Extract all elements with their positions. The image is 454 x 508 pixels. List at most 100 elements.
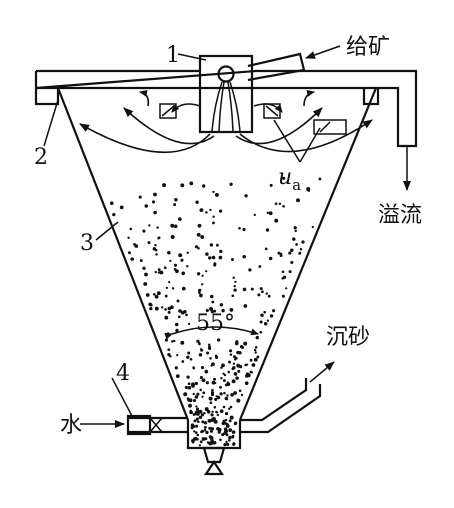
feed-well: [198, 54, 254, 134]
sediment-particle: [228, 428, 233, 432]
sediment-particle: [205, 430, 209, 435]
sediment-particle: [254, 351, 257, 354]
sediment-particle: [231, 294, 235, 298]
sediment-particle: [307, 189, 311, 192]
sediment-particle: [175, 269, 179, 274]
sediment-particle: [195, 407, 200, 411]
sediment-particle: [233, 358, 237, 361]
sediment-particle: [243, 341, 248, 346]
sediment-particle: [196, 272, 201, 276]
sediment-particle: [230, 393, 234, 397]
sediment-particle: [155, 253, 158, 256]
sediment-particle: [154, 248, 158, 252]
sediment-particle: [272, 309, 276, 313]
sediment-particle: [264, 247, 268, 251]
sediment-particle: [218, 209, 223, 213]
sediment-particle: [174, 197, 178, 202]
sediment-particle: [219, 438, 222, 442]
sediment-particle: [224, 383, 228, 387]
sediment-particle: [210, 391, 215, 395]
sediment-particle: [205, 308, 209, 313]
sediment-particle: [188, 403, 192, 408]
sediment-particle: [147, 241, 151, 245]
sediment-particle: [169, 259, 172, 263]
sediment-particle: [187, 382, 191, 386]
sediment-particle: [164, 308, 167, 311]
sediment-particle: [213, 406, 217, 409]
sediment-particle: [197, 223, 202, 228]
sediment-particle: [266, 211, 270, 215]
sediment-particle: [231, 430, 236, 434]
sediment-particle: [166, 332, 170, 335]
label-trough-number: 2: [34, 145, 48, 170]
sediment-particle: [269, 183, 273, 187]
sediment-particle: [216, 243, 219, 247]
sediment-particle: [240, 393, 244, 397]
sediment-particle: [229, 349, 233, 353]
sediment-particle: [220, 377, 223, 380]
sediment-particle: [167, 310, 171, 314]
sediment-particle: [186, 375, 190, 379]
sediment-particle: [257, 293, 261, 297]
sediment-particle: [278, 202, 282, 206]
sediment-particle: [181, 286, 186, 291]
feed-well-nozzle-icon: [217, 65, 235, 83]
sediment-particle: [183, 392, 188, 397]
sediment-particle: [167, 306, 172, 311]
leader-lines: [43, 45, 341, 417]
sediment-particle: [128, 251, 131, 255]
label-water: 水: [60, 413, 82, 438]
sediment-particle: [167, 348, 171, 351]
sediment-particle: [200, 235, 205, 239]
sediment-particle: [295, 243, 298, 246]
sediment-particle: [279, 254, 283, 258]
sediment-particle: [192, 413, 196, 416]
sediment-particle: [234, 373, 238, 376]
sediment-particle: [168, 280, 171, 284]
sediment-particle: [209, 429, 213, 433]
sediment-particle: [318, 177, 322, 181]
sediment-particle: [268, 256, 273, 261]
sediment-particle: [243, 304, 248, 308]
label-cone-number: 3: [80, 231, 94, 256]
sediment-particle: [172, 339, 176, 343]
label-sand: 沉砂: [326, 325, 370, 350]
sediment-particle: [178, 309, 182, 313]
sediment-particle: [253, 348, 257, 352]
sediment-particle: [232, 362, 236, 365]
sediment-particle: [248, 268, 252, 272]
cone-body: [56, 87, 378, 450]
sediment-particle: [258, 265, 262, 268]
sediment-particle: [241, 346, 245, 349]
vortex-left: [159, 103, 177, 119]
sediment-particle: [223, 421, 227, 425]
sediment-particle: [256, 355, 260, 359]
sediment-particle: [154, 243, 157, 247]
sediment-particle: [292, 237, 296, 241]
sediment-particle: [186, 251, 189, 255]
label-feed: 给矿: [346, 35, 390, 60]
label-feed-well-number: 1: [166, 43, 180, 68]
sediment-particle: [186, 265, 189, 268]
sediment-particle: [188, 398, 193, 403]
sediment-particle: [211, 300, 215, 304]
sediment-particle: [211, 380, 216, 385]
sediment-particle: [152, 292, 156, 296]
sediment-particle: [200, 413, 205, 417]
sediment-particle: [268, 211, 273, 216]
sediment-particle: [153, 192, 157, 197]
sand-outlet-pipe: [240, 361, 335, 434]
sediment-particle: [211, 388, 214, 392]
sediment-particle: [175, 329, 178, 332]
sediment-particle: [226, 394, 229, 397]
sediment-particle: [198, 444, 201, 447]
sediment-particle: [198, 415, 203, 420]
sediment-particle: [213, 377, 216, 381]
sediment-particle: [176, 299, 180, 303]
sediment-particle: [228, 407, 231, 410]
sediment-particle: [142, 229, 146, 233]
sediment-particle: [154, 306, 159, 311]
sediment-particle: [181, 360, 185, 363]
sediment-particle: [210, 364, 213, 367]
sediment-particle: [250, 287, 254, 291]
